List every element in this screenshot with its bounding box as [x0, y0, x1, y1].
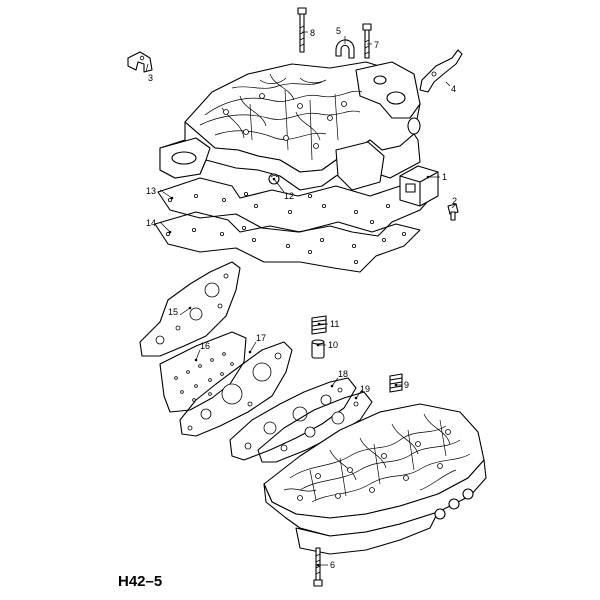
callout-18: 18 — [338, 369, 348, 379]
callout-4: 4 — [451, 84, 456, 94]
lower-valve-body — [263, 403, 487, 555]
bolt-8 — [297, 7, 307, 53]
gasket-18 — [229, 377, 357, 461]
callout-11: 11 — [330, 319, 339, 329]
bracket-3 — [127, 51, 153, 73]
diagram-code: H42–5 — [118, 573, 162, 590]
gasket-14 — [154, 211, 421, 273]
callout-14: 14 — [146, 218, 156, 228]
callout-16: 16 — [200, 341, 210, 351]
leader-lines — [145, 31, 457, 567]
bolt-6 — [313, 547, 323, 587]
callout-13: 13 — [146, 186, 156, 196]
callout-labels: 1 2 3 4 5 6 7 8 9 10 11 12 13 14 15 16 1… — [146, 26, 457, 570]
callout-12: 12 — [284, 191, 294, 201]
gasket-19 — [257, 391, 373, 463]
spring-9 — [389, 373, 403, 393]
callout-2: 2 — [452, 196, 457, 206]
gasket-13 — [157, 177, 437, 237]
callout-6: 6 — [330, 560, 335, 570]
callout-9: 9 — [404, 380, 409, 390]
bolt-2 — [447, 203, 459, 221]
callout-8: 8 — [310, 28, 315, 38]
callout-3: 3 — [148, 73, 153, 83]
solenoid-1 — [399, 165, 439, 207]
bolt-7 — [362, 23, 372, 59]
callout-17: 17 — [256, 333, 266, 343]
callout-15: 15 — [168, 307, 178, 317]
callout-19: 19 — [360, 384, 370, 394]
bracket-4 — [419, 49, 463, 93]
plug-10 — [311, 339, 325, 359]
callout-1: 1 — [442, 172, 447, 182]
upper-valve-body — [159, 61, 421, 191]
callout-7: 7 — [374, 40, 379, 50]
clip-5 — [335, 39, 355, 59]
gasket-17 — [179, 341, 293, 437]
gasket-15 — [139, 261, 241, 357]
callout-10: 10 — [328, 340, 338, 350]
callout-5: 5 — [336, 26, 341, 36]
